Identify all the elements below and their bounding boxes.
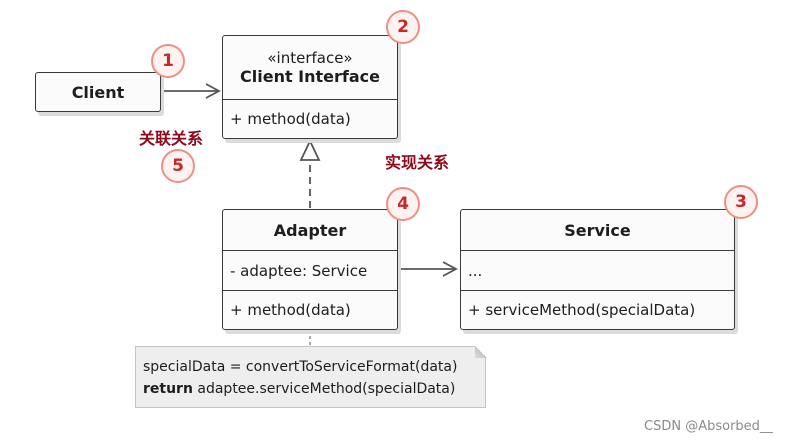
badge-5: 5 [161, 149, 195, 183]
client-interface-box: «interface» Client Interface + method(da… [222, 35, 398, 139]
client-interface-name: Client Interface [240, 67, 380, 86]
realization-annotation: 实现关系 [385, 153, 450, 172]
interface-stereotype: «interface» [267, 49, 353, 67]
client-interface-method: + method(data) [223, 99, 397, 137]
note-return-expression: adaptee.serviceMethod(specialData) [192, 381, 456, 397]
badge-3: 3 [724, 185, 758, 219]
client-box: Client [35, 72, 161, 112]
note-fold-corner [474, 345, 487, 358]
service-name: Service [564, 220, 631, 240]
badge-4: 4 [386, 187, 420, 221]
adapter-name: Adapter [273, 220, 347, 240]
watermark: CSDN @Absorbed__ [644, 419, 773, 434]
note-line-1: specialData = convertToServiceFormat(dat… [143, 359, 458, 375]
note-return-keyword: return [143, 381, 193, 397]
client-interface-header: «interface» Client Interface [223, 36, 397, 99]
association-annotation: 关联关系 [139, 129, 204, 148]
service-box: Service ... + serviceMethod(specialData) [460, 209, 735, 330]
badge-2: 2 [386, 10, 420, 44]
adapter-field: - adaptee: Service [223, 250, 397, 290]
service-method: + serviceMethod(specialData) [461, 290, 734, 328]
adapter-box: Adapter - adaptee: Service + method(data… [222, 209, 398, 330]
realization-arrowhead [299, 138, 321, 161]
note-line-2: return adaptee.serviceMethod(specialData… [143, 378, 485, 400]
service-field: ... [461, 250, 734, 290]
adaptee-arrowhead [442, 261, 458, 277]
client-label: Client [71, 82, 125, 102]
badge-1: 1 [151, 44, 185, 78]
association-arrowhead [205, 83, 221, 99]
code-note: specialData = convertToServiceFormat(dat… [135, 345, 487, 408]
adapter-method: + method(data) [223, 290, 397, 328]
